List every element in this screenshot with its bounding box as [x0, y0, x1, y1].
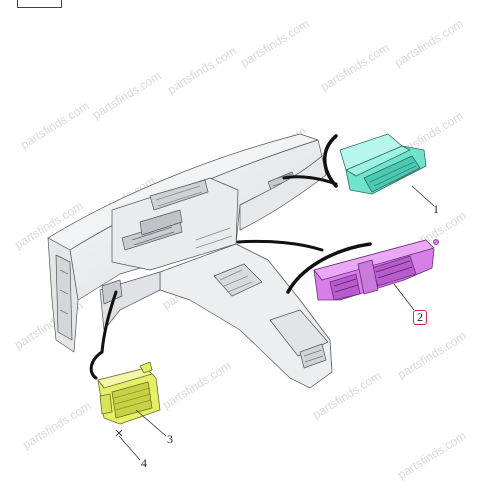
callout-1[interactable]: 1 [433, 202, 439, 216]
part-1-vent[interactable] [339, 133, 427, 195]
part-4-clip[interactable] [115, 429, 123, 437]
leader-lines [89, 134, 372, 380]
dashboard-assembly [47, 133, 333, 389]
part-3-vent[interactable] [97, 361, 161, 425]
callout-4[interactable]: 4 [141, 456, 147, 470]
callout-3[interactable]: 3 [167, 432, 173, 446]
frame-corner [17, 0, 62, 8]
callout-2-highlighted[interactable]: 2 [413, 310, 427, 325]
part-2-vent[interactable] [313, 239, 439, 301]
callout-leaders [118, 185, 435, 461]
